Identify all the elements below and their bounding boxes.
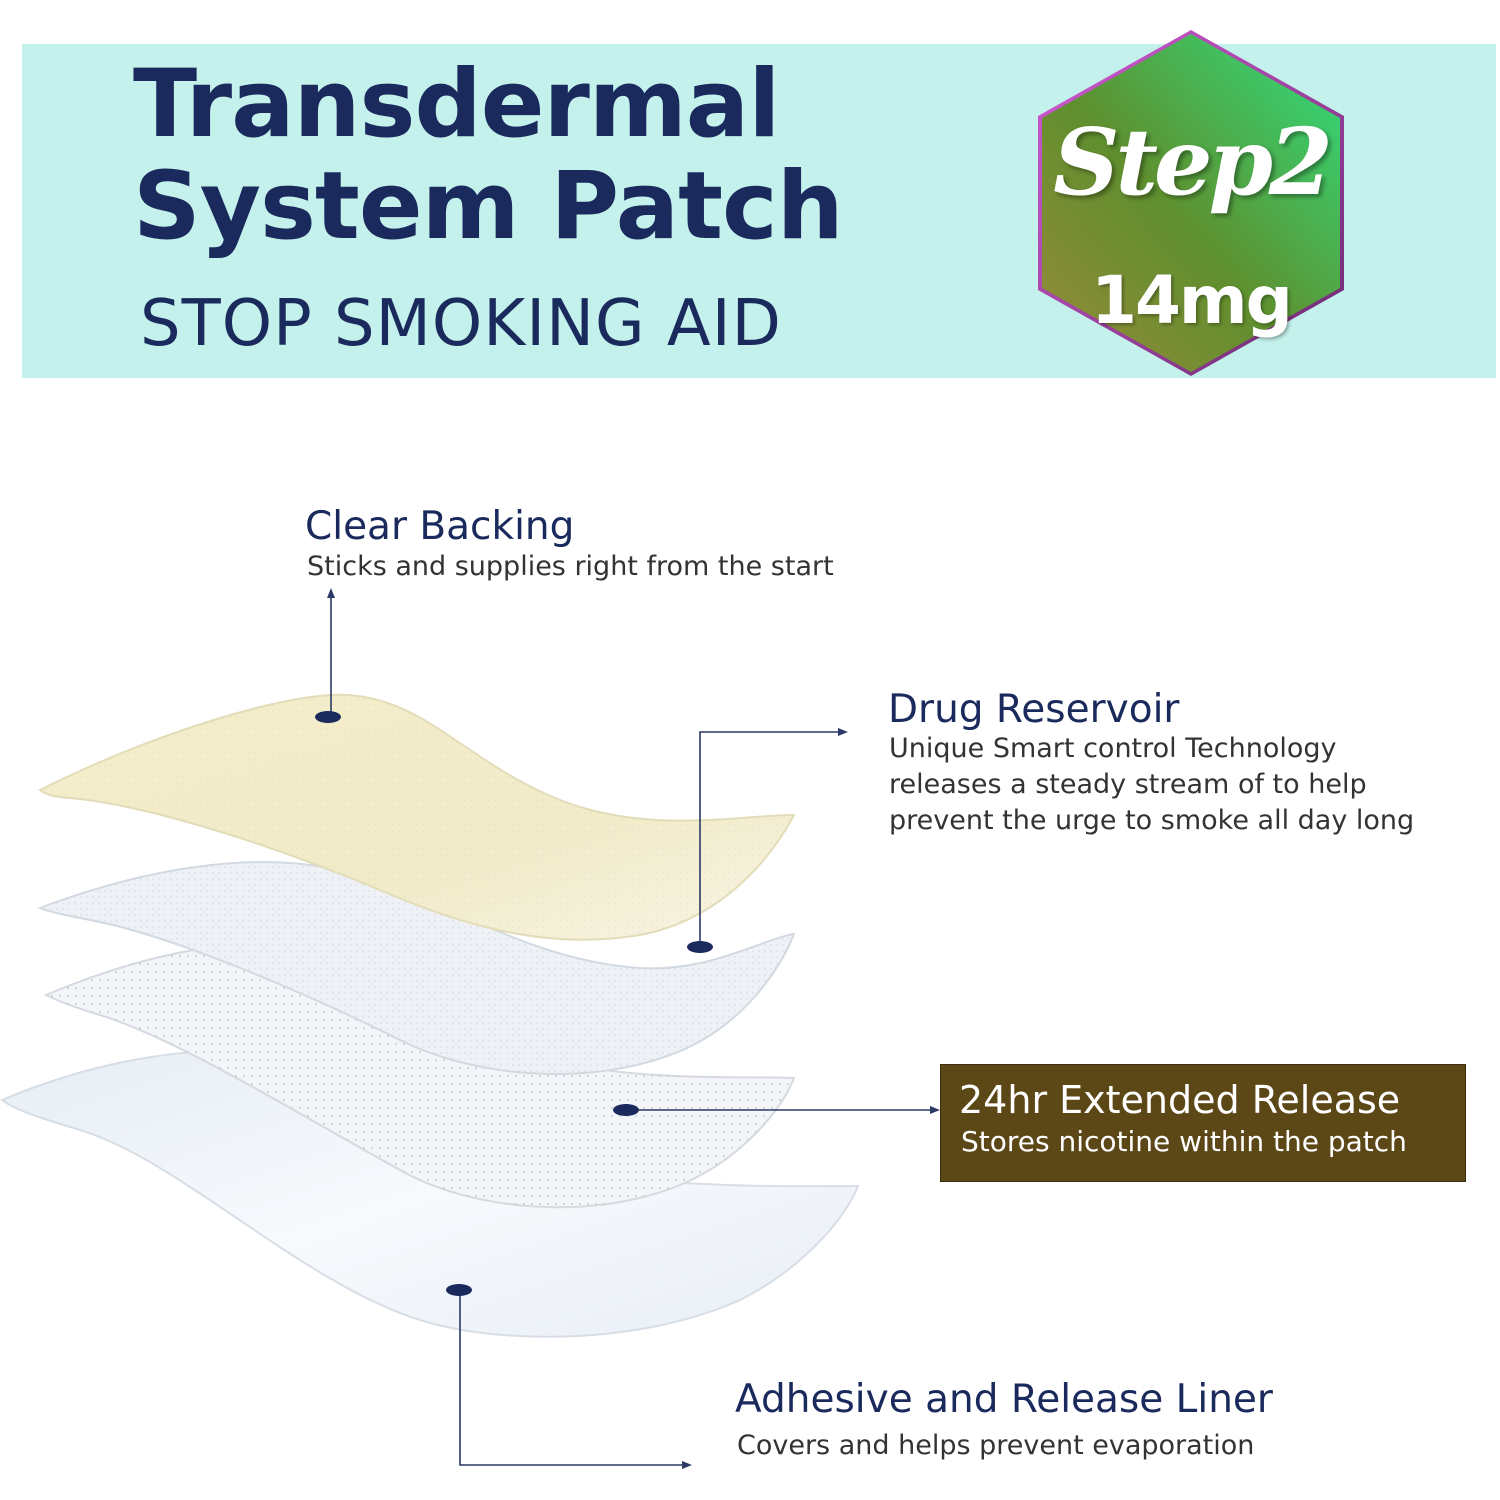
step-badge: Step2 14mg xyxy=(1036,28,1346,378)
liner-callout-arrow-icon xyxy=(682,1461,692,1469)
clear-backing-desc-line-1: Sticks and supplies right from the start xyxy=(307,551,834,582)
title-line-1: Transdermal xyxy=(133,50,780,159)
title-line-2: System Patch xyxy=(133,152,844,261)
backing-marker-dot xyxy=(315,711,341,723)
reservoir-callout-arrow-icon xyxy=(838,728,848,736)
drug-reservoir-desc-line-1: Unique Smart control Technology xyxy=(889,733,1337,764)
hexagon-badge-icon xyxy=(1038,30,1344,376)
liner-callout-line xyxy=(459,1290,684,1466)
badge-dose-text: 14mg xyxy=(1091,262,1293,339)
extended-release-title: 24hr Extended Release xyxy=(959,1078,1401,1122)
backing-callout-arrow-icon xyxy=(327,588,335,598)
drug-reservoir-title: Drug Reservoir xyxy=(888,687,1180,732)
release-marker-dot xyxy=(613,1104,639,1116)
subtitle: STOP SMOKING AID xyxy=(140,287,782,361)
liner-marker-dot xyxy=(446,1284,472,1296)
clear-backing-title: Clear Backing xyxy=(305,504,575,549)
extended-release-box: 24hr Extended Release Stores nicotine wi… xyxy=(940,1064,1466,1182)
drug-reservoir-desc-line-3: prevent the urge to smoke all day long xyxy=(889,805,1415,836)
reservoir-callout-line xyxy=(699,731,840,946)
adhesive-liner-title: Adhesive and Release Liner xyxy=(735,1377,1273,1422)
extended-release-desc-line-1: Stores nicotine within the patch xyxy=(961,1125,1407,1158)
badge-step-text: Step2 xyxy=(1053,108,1333,216)
reservoir-marker-dot xyxy=(687,941,713,953)
drug-reservoir-desc-line-2: releases a steady stream of to help xyxy=(889,769,1367,800)
adhesive-liner-desc-line-1: Covers and helps prevent evaporation xyxy=(737,1430,1255,1461)
release-callout-arrow-icon xyxy=(930,1106,940,1114)
